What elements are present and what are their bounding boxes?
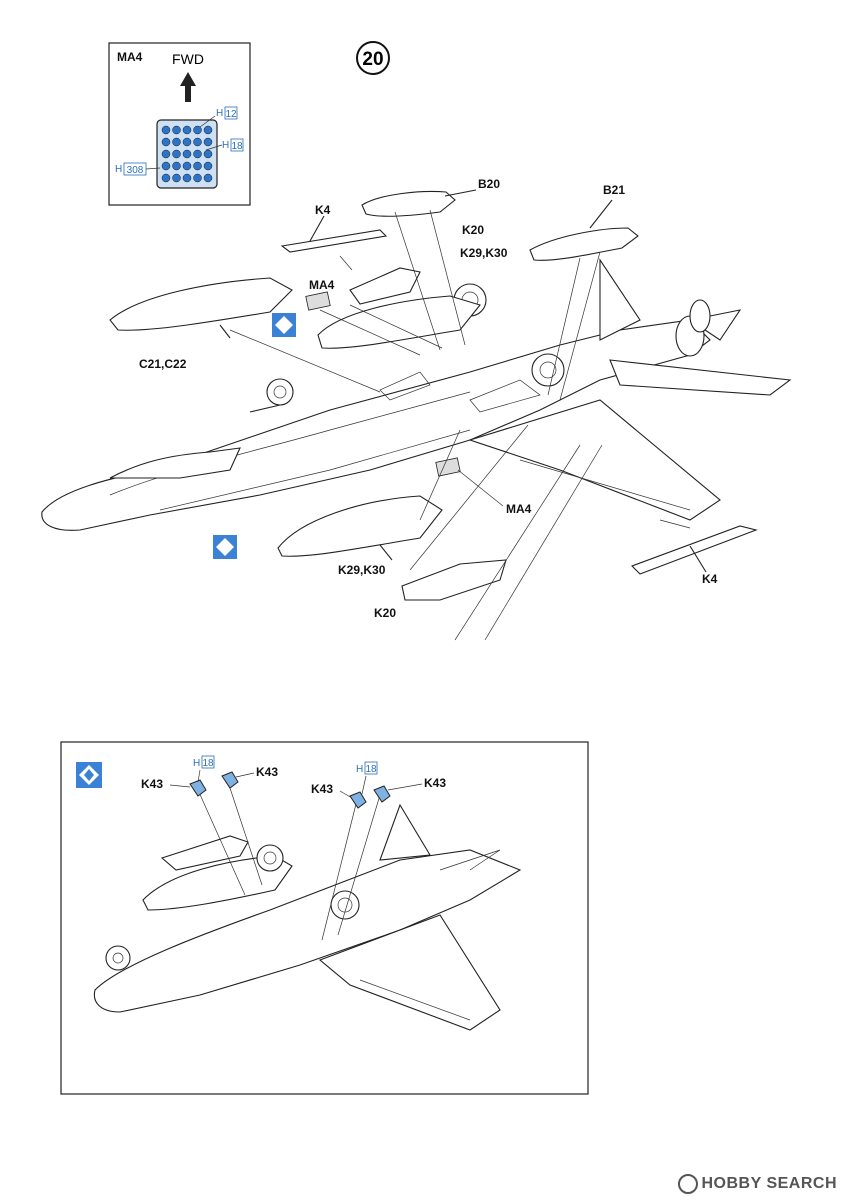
grid-dot <box>193 173 202 183</box>
watermark: HOBBY SEARCH <box>677 1174 838 1194</box>
drop-tank-lower <box>277 495 443 561</box>
grid-dot <box>172 137 181 147</box>
grid-dot <box>193 149 202 159</box>
grid-dot <box>161 149 171 159</box>
grid-dot <box>203 161 213 171</box>
label-ma4-top: MA4 <box>309 278 335 292</box>
k43-part <box>189 779 207 797</box>
part-b21 <box>529 199 639 261</box>
callout-ref: H <box>115 164 122 175</box>
grid-dot <box>193 125 202 135</box>
inset-callout-h12: H 12 <box>199 106 238 128</box>
part-b20 <box>361 189 477 217</box>
label-k43: K43 <box>141 777 163 791</box>
grid-dot <box>172 161 181 171</box>
grid-dot <box>161 137 171 147</box>
label-k43: K43 <box>311 782 333 796</box>
grid-dot <box>172 173 181 183</box>
callout-ref: H <box>193 758 200 769</box>
k43-part <box>221 771 239 789</box>
grid-dot <box>193 161 202 171</box>
hobby-search-logo-icon <box>677 1174 698 1194</box>
label-k29-k30-bottom: K29,K30 <box>338 563 386 577</box>
callout-ref: H <box>222 140 229 151</box>
detail-box: H 18 H 18 K43 K43 K43 K43 <box>60 741 589 1095</box>
label-b21: B21 <box>603 183 625 197</box>
watermark-text: HOBBY SEARCH <box>701 1175 837 1192</box>
label-k43: K43 <box>424 776 446 790</box>
step-number: 20 <box>362 49 383 70</box>
ma4-inset: MA4 FWD H 12 H 18 H 308 <box>108 42 251 206</box>
fwd-arrow-icon <box>180 72 196 102</box>
inset-callout-h308: H 308 <box>115 162 161 176</box>
inset-part-label: MA4 <box>117 50 143 64</box>
part-ma4-bottom <box>435 457 461 477</box>
diamond-marker-icon <box>213 535 237 559</box>
k43-part <box>373 785 391 803</box>
callout-num: 18 <box>365 764 377 775</box>
label-c21-c22: C21,C22 <box>139 357 187 371</box>
grid-dot <box>161 173 171 183</box>
part-k4-top <box>280 215 388 253</box>
label-ma4-bottom: MA4 <box>506 502 532 516</box>
k43-part <box>349 791 367 809</box>
callout-num: 18 <box>202 758 214 769</box>
step-number-badge: 20 <box>356 41 390 75</box>
inset-callout-h18: H 18 <box>205 138 244 152</box>
callout-num: 12 <box>225 109 237 120</box>
quad-marker-icon <box>76 762 102 788</box>
fwd-label: FWD <box>172 51 204 67</box>
ma4-grid <box>156 119 218 189</box>
grid-dot <box>203 149 213 159</box>
grid-dot <box>203 125 213 135</box>
grid-dot <box>203 137 213 147</box>
label-k20-bottom: K20 <box>374 606 396 620</box>
callout-num: 18 <box>231 141 243 152</box>
label-k4-bottom: K4 <box>702 572 718 586</box>
label-k4-top: K4 <box>315 203 331 217</box>
grid-dot <box>172 149 181 159</box>
grid-dot <box>182 161 192 171</box>
drop-tank-left <box>109 277 293 339</box>
grid-dot <box>161 125 171 135</box>
diamond-marker-icon <box>272 313 296 337</box>
part-ma4-top <box>305 291 331 311</box>
callout-ref: H <box>356 764 363 775</box>
grid-dot <box>161 161 171 171</box>
grid-dot <box>203 173 213 183</box>
drop-tank-center <box>317 295 481 349</box>
label-k29-k30-top: K29,K30 <box>460 246 508 260</box>
grid-dot <box>193 137 202 147</box>
callout-ref: H <box>216 108 223 119</box>
grid-dot <box>172 125 181 135</box>
label-k20-top: K20 <box>462 223 484 237</box>
part-k20-top <box>349 267 421 305</box>
main-aircraft <box>41 258 792 531</box>
part-k20-bottom <box>401 559 507 601</box>
grid-dot <box>182 149 192 159</box>
grid-dot <box>182 125 192 135</box>
grid-dot <box>182 137 192 147</box>
grid-dot <box>182 173 192 183</box>
label-b20: B20 <box>478 177 500 191</box>
leader-lines-top <box>229 209 691 641</box>
part-k4-bottom <box>631 525 758 575</box>
callout-num: 308 <box>127 165 144 176</box>
label-k43: K43 <box>256 765 278 779</box>
